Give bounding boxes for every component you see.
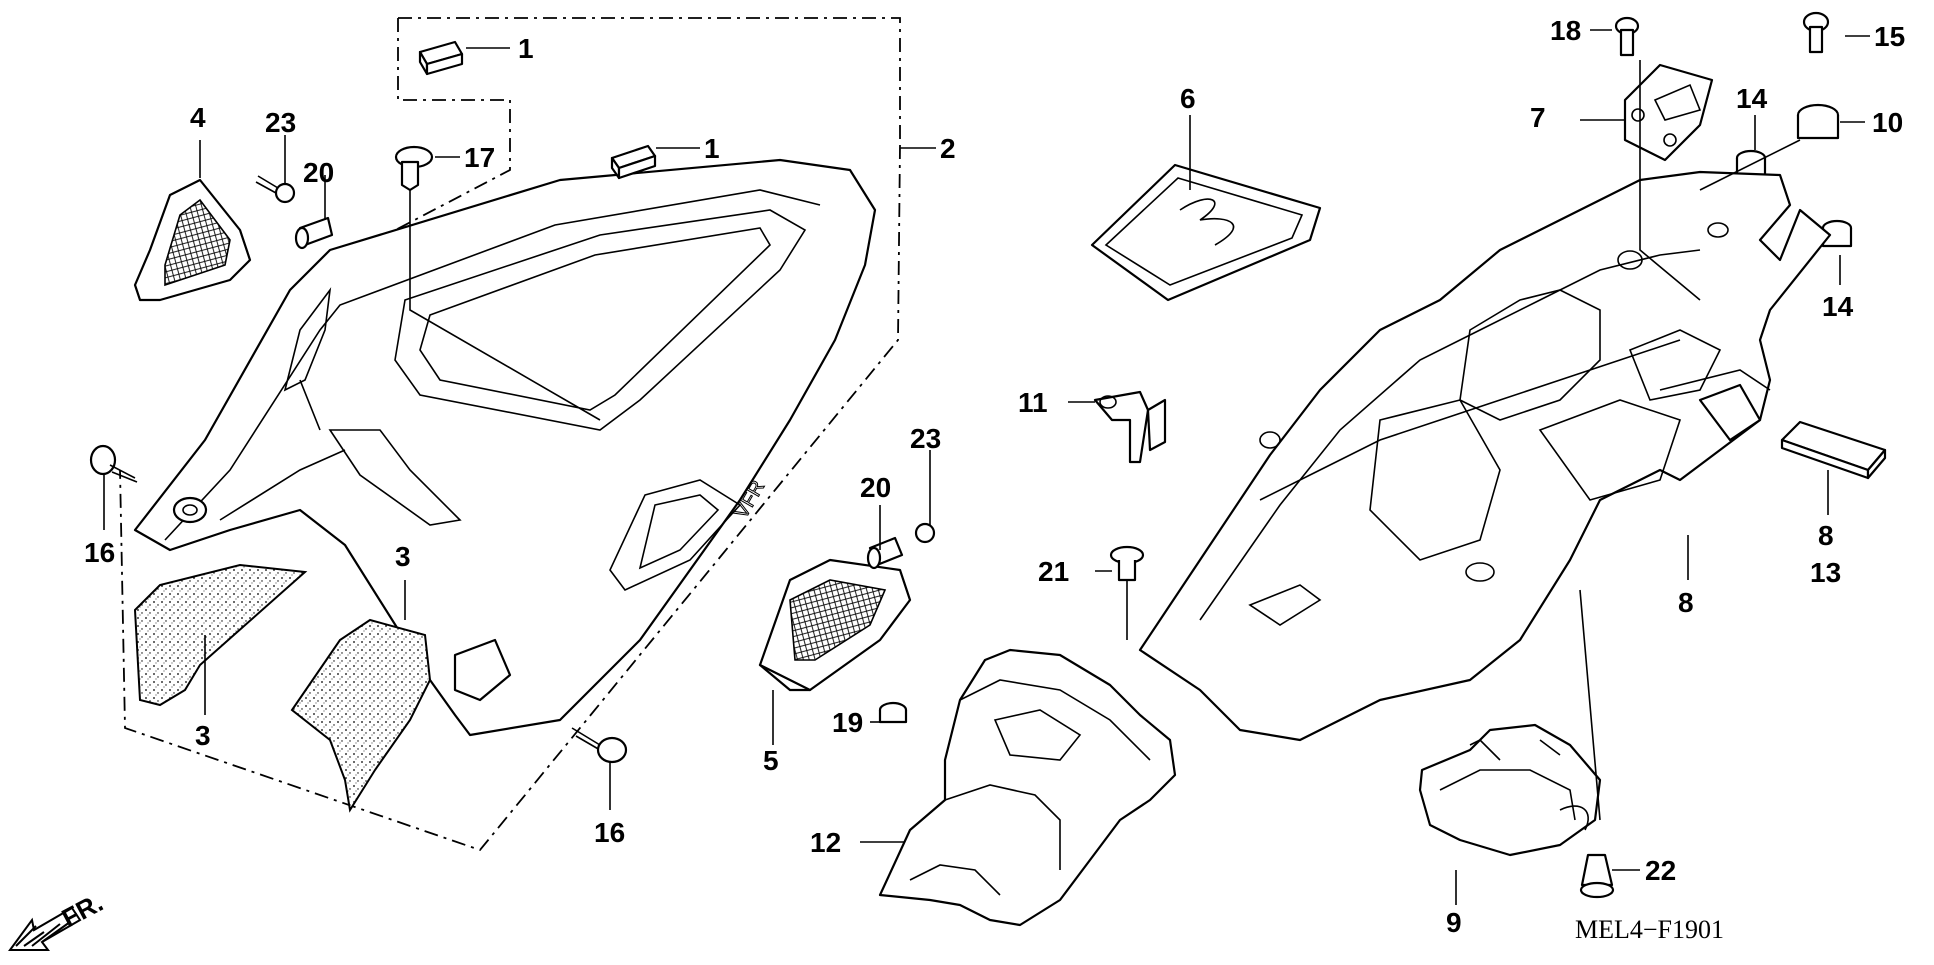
bolt-16-right [571,727,628,764]
rear-fender [1138,170,1832,742]
assembly-boundary [119,17,901,852]
clip-22 [1579,853,1615,899]
clip-21 [1109,545,1145,582]
callout-23-right: 23 [910,423,941,454]
callout-9: 9 [1446,907,1462,938]
callout-12: 12 [810,827,841,858]
collar-14-lower [1821,219,1853,248]
screw-23-right [914,522,936,544]
diagram-code: MEL4−F1901 [1575,915,1724,944]
rubber-pad [1780,420,1887,480]
front-direction-arrow: FR. [8,887,108,951]
callout-21: 21 [1038,556,1069,587]
nut-10 [1796,103,1840,140]
callout-2: 2 [940,133,956,164]
callout-14-upper: 14 [1736,83,1768,114]
callout-20-left: 20 [303,157,334,188]
inner-fender [878,648,1177,927]
tool-bag [1090,163,1322,302]
grommet-20-right [866,536,904,570]
mount-bracket [1623,63,1714,162]
callout-10: 10 [1872,107,1903,138]
callout-14-lower: 14 [1822,291,1854,322]
callout-15: 15 [1874,21,1905,52]
grommet-20-left [294,216,334,250]
callout-4: 4 [190,102,206,133]
bolt-18 [1614,16,1640,57]
callout-18: 18 [1550,15,1581,46]
callout-8-fender: 8 [1678,587,1694,618]
callout-16-left: 16 [84,537,115,568]
callout-1-upper: 1 [518,33,534,64]
callout-6: 6 [1180,83,1196,114]
bolt-16-left [89,444,138,483]
callout-3-left: 3 [195,720,211,751]
callout-13: 13 [1810,557,1841,588]
screw-23-left [255,175,296,204]
collar-14-upper [1735,149,1767,177]
bolt-17 [394,145,434,192]
left-side-cover [133,178,252,302]
seat-pad-right [290,618,432,813]
callout-7: 7 [1530,102,1546,133]
grommet-19 [878,701,908,724]
callout-17: 17 [464,142,495,173]
small-bracket [1093,390,1167,464]
battery-case [1418,723,1602,857]
callout-8-pad: 8 [1818,520,1834,551]
callout-11: 11 [1018,387,1048,418]
rubber-block-upper [418,40,464,76]
callout-3-right: 3 [395,541,411,572]
callout-5: 5 [763,745,779,776]
right-side-cover [758,558,912,692]
rubber-block-lower [610,144,657,180]
callout-20-right: 20 [860,472,891,503]
bolt-15 [1802,11,1830,54]
callout-19: 19 [832,707,863,738]
callout-23-left: 23 [265,107,296,138]
callout-22: 22 [1645,855,1676,886]
leader-lines [103,29,1870,905]
callout-labels: 1 1 2 3 3 4 5 6 7 8 8 9 10 11 12 13 14 1… [84,15,1905,938]
seat-pad-left [133,563,308,707]
callout-16-right: 16 [594,817,625,848]
callout-1-lower: 1 [704,133,720,164]
